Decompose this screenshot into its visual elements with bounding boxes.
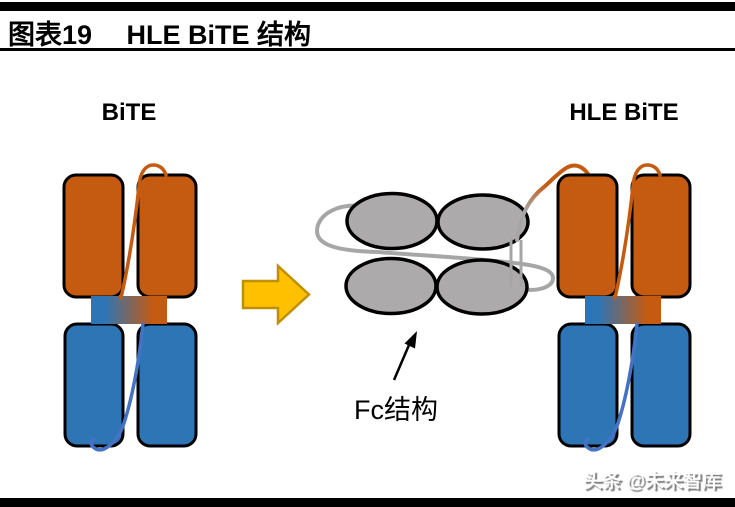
fc-domain-top-left [345, 191, 439, 251]
fc-domain-bottom-right [435, 258, 529, 316]
fc-domain-bottom-left [344, 256, 438, 316]
bite-structure [62, 163, 198, 452]
fc-annotation-arrow [392, 331, 417, 381]
fc-to-hle-linker-line [515, 163, 590, 242]
bottom-rule-bar [0, 498, 735, 507]
source-watermark: 头条 @未来智库 [583, 471, 721, 492]
bite-structure-label: BiTE [101, 99, 157, 126]
hle-bite-structure [556, 163, 692, 452]
title-underline [0, 48, 735, 51]
right-block-arrow-icon [241, 263, 311, 326]
hle-bite-structure-label: HLE BiTE [569, 99, 679, 126]
top-rule-bar [0, 2, 735, 11]
fc-structure [314, 191, 556, 316]
figure-title: 图表19 HLE BiTE 结构 [8, 20, 312, 50]
fc-structure-label: Fc结构 [354, 395, 438, 425]
fc-domain-top-right [436, 193, 530, 251]
